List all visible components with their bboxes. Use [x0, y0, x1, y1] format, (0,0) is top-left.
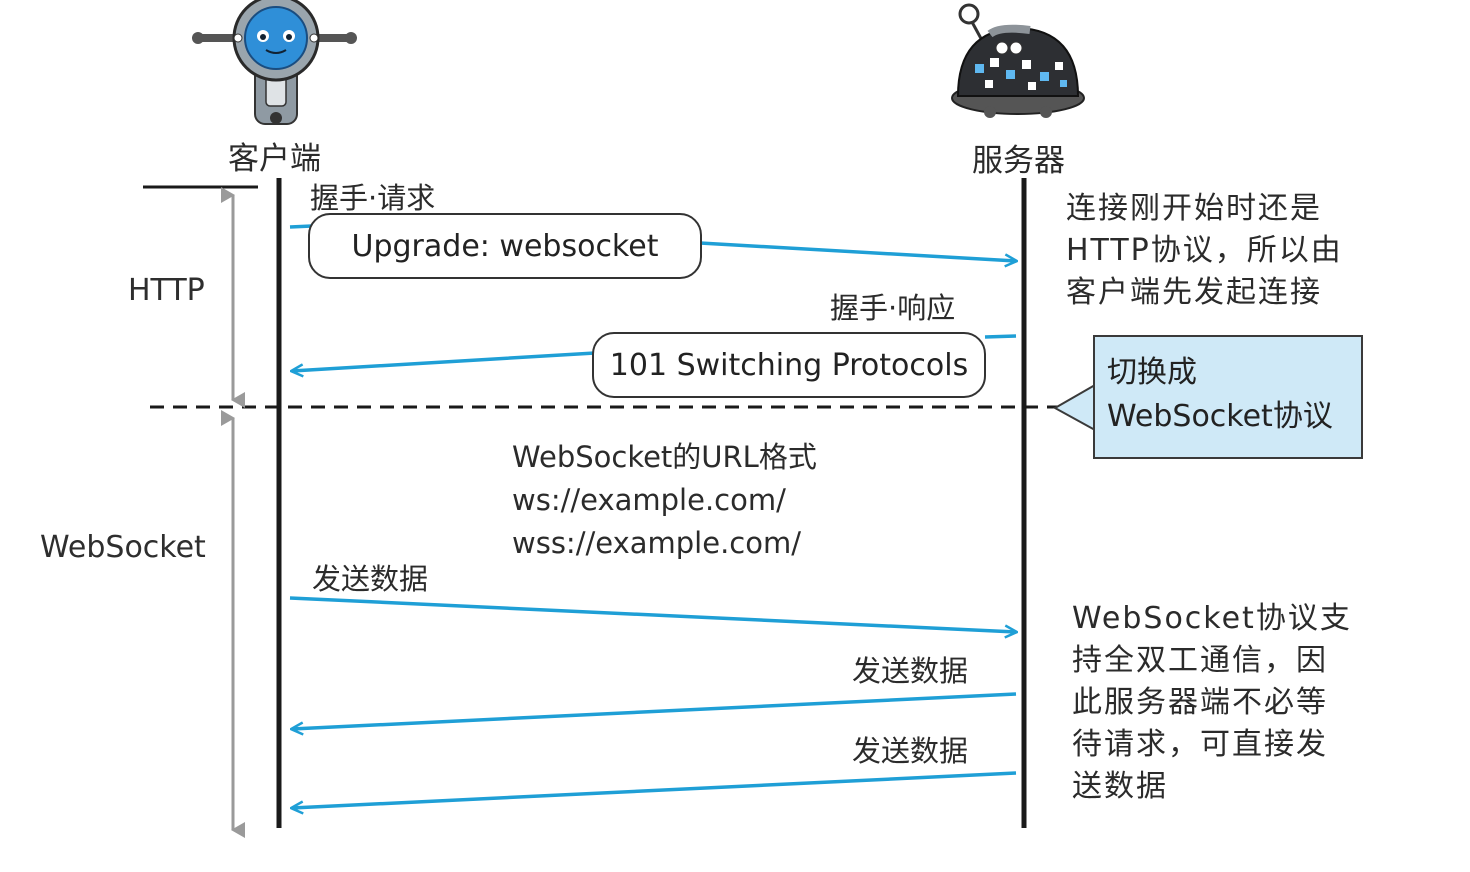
send-data-label-3: 发送数据 [852, 734, 969, 768]
full-duplex-note-line: 待请求，可直接发 [1072, 727, 1328, 762]
callout-line: WebSocket协议 [1107, 399, 1333, 434]
websocket-phase-label: WebSocket [40, 530, 206, 565]
send-data-label-1: 发送数据 [312, 562, 429, 596]
http-phase-label: HTTP [128, 273, 205, 308]
handshake-request-pill: Upgrade: websocket [308, 213, 702, 279]
switch-protocol-callout: 切换成 WebSocket协议 [1093, 335, 1363, 459]
http-start-note: 连接刚开始时还是 HTTP协议，所以由 客户端先发起连接 [1066, 188, 1343, 314]
url-format-wss: wss://example.com/ [512, 526, 801, 560]
send-data-arrow-1 [289, 596, 1016, 632]
http-start-note-line: 客户端先发起连接 [1066, 275, 1322, 310]
send-data-arrow-2 [292, 692, 1017, 729]
http-start-note-line: 连接刚开始时还是 [1066, 191, 1322, 226]
handshake-response-arrow [292, 334, 1017, 371]
client-label: 客户端 [228, 141, 321, 177]
http-start-note-line: HTTP协议，所以由 [1066, 233, 1343, 268]
url-format-title: WebSocket的URL格式 [512, 440, 817, 474]
handshake-request-arrow [289, 224, 1016, 261]
full-duplex-note-line: 送数据 [1072, 769, 1168, 804]
callout-line: 切换成 [1107, 355, 1197, 390]
full-duplex-note-line: 持全双工通信，因 [1072, 643, 1328, 678]
send-data-arrow-3 [292, 771, 1017, 808]
full-duplex-note-line: WebSocket协议支 [1072, 601, 1352, 636]
url-format-ws: ws://example.com/ [512, 483, 786, 517]
robot-client-icon [192, 0, 357, 125]
handshake-response-label: 握手·响应 [830, 291, 956, 325]
robot-server-icon [951, 3, 1085, 118]
full-duplex-note-line: 此服务器端不必等 [1072, 685, 1328, 720]
handshake-response-pill: 101 Switching Protocols [592, 332, 986, 398]
server-label: 服务器 [972, 143, 1065, 179]
full-duplex-note: WebSocket协议支 持全双工通信，因 此服务器端不必等 待请求，可直接发 … [1072, 598, 1352, 808]
handshake-request-label: 握手·请求 [310, 181, 436, 215]
url-format-block: WebSocket的URL格式 ws://example.com/ wss://… [512, 436, 817, 565]
callout-pointer [1052, 384, 1096, 431]
send-data-label-2: 发送数据 [852, 654, 969, 688]
